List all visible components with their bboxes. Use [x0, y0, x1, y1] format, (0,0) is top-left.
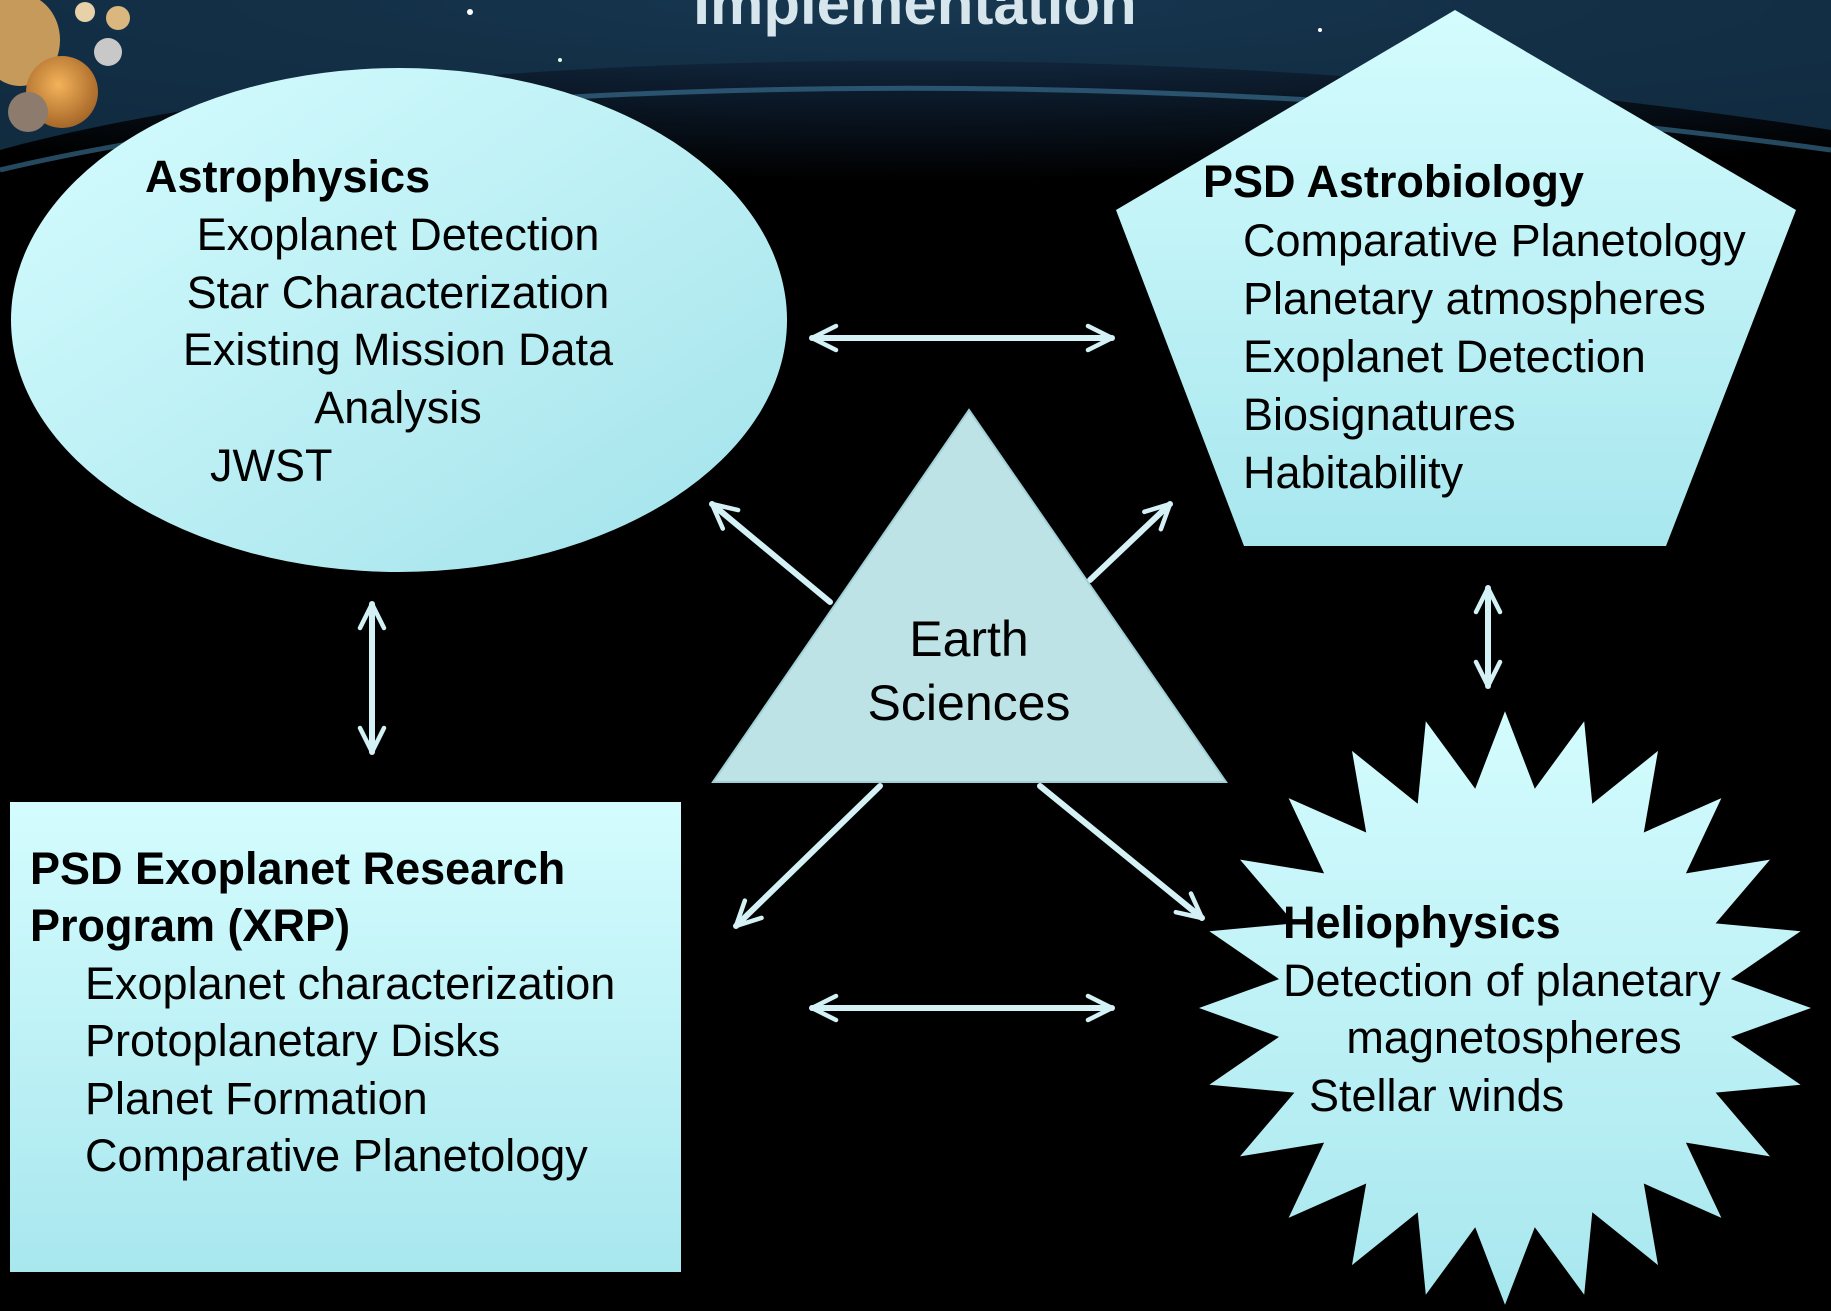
arrow-earth-to-astrophysics: [709, 501, 833, 605]
astrophysics-node: Astrophysics Exoplanet Detection Star Ch…: [11, 68, 787, 572]
star: [467, 9, 473, 15]
heliophysics-line-2: magnetospheres: [1346, 1012, 1681, 1063]
astrobiology-line-3: Exoplanet Detection: [1243, 331, 1646, 382]
astrophysics-line-4: Analysis: [314, 382, 482, 433]
astrophysics-line-2: Star Characterization: [187, 267, 610, 318]
xrp-line-2: Protoplanetary Disks: [85, 1015, 500, 1066]
astrobiology-line-5: Habitability: [1243, 447, 1464, 498]
earth-sciences-line-2: Sciences: [868, 675, 1071, 731]
astrobiology-line-2: Planetary atmospheres: [1243, 273, 1706, 324]
heliophysics-line-3: Stellar winds: [1309, 1070, 1564, 1121]
astrobiology-node: PSD Astrobiology Comparative Planetology…: [1116, 10, 1796, 546]
astrophysics-ellipse: [11, 68, 787, 572]
astrobiology-heading: PSD Astrobiology: [1203, 156, 1584, 207]
arrow-earth-to-astrobiology: [1087, 501, 1173, 583]
slide-title: Implementation: [693, 0, 1136, 37]
astrophysics-heading: Astrophysics: [145, 151, 430, 202]
planets-image: [0, 0, 130, 132]
earth-sciences-triangle: [711, 408, 1228, 783]
xrp-line-3: Planet Formation: [85, 1073, 428, 1124]
astrophysics-line-5: JWST: [210, 440, 332, 491]
astrobiology-pentagon: [1116, 10, 1796, 546]
arrow-earth-to-xrp: [733, 783, 883, 929]
xrp-line-4: Comparative Planetology: [85, 1130, 588, 1181]
xrp-heading-line-2: Program (XRP): [30, 900, 350, 951]
earth-sciences-line-1: Earth: [909, 611, 1029, 667]
arrow-earth-to-heliophysics: [1037, 783, 1205, 921]
heliophysics-line-1: Detection of planetary: [1283, 955, 1721, 1006]
star: [558, 58, 562, 62]
horizon-swoosh: [0, 0, 1831, 150]
heliophysics-node: Heliophysics Detection of planetary magn…: [1199, 711, 1811, 1305]
xrp-line-1: Exoplanet characterization: [85, 958, 615, 1009]
earth-sciences-node: Earth Sciences: [711, 408, 1228, 783]
heliophysics-starburst: [1199, 711, 1811, 1305]
xrp-node: PSD Exoplanet Research Program (XRP) Exo…: [10, 802, 681, 1272]
astrophysics-line-3: Existing Mission Data: [183, 324, 614, 375]
xrp-heading-line-1: PSD Exoplanet Research: [30, 843, 565, 894]
astrophysics-line-1: Exoplanet Detection: [197, 209, 600, 260]
heliophysics-heading: Heliophysics: [1283, 897, 1561, 948]
xrp-box: [10, 802, 681, 1272]
star: [1318, 28, 1322, 32]
astrobiology-line-4: Biosignatures: [1243, 389, 1516, 440]
astrobiology-line-1: Comparative Planetology: [1243, 215, 1746, 266]
